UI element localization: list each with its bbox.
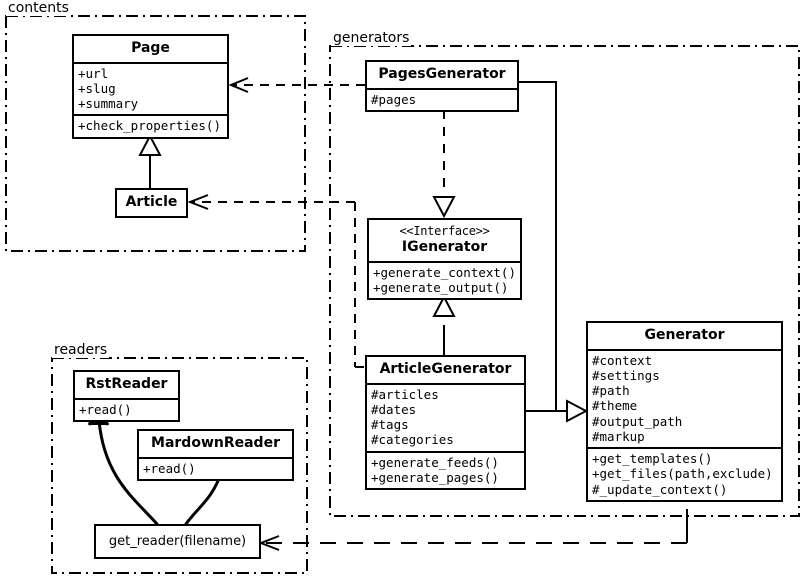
class-name-generator: Generator bbox=[644, 327, 725, 343]
method-row: +read() bbox=[143, 460, 196, 476]
compartment-divider bbox=[369, 260, 520, 263]
class-name-text-igenerator: IGenerator bbox=[401, 239, 488, 256]
class-box-pagesgenerator[interactable]: PagesGenerator #pages bbox=[365, 60, 519, 112]
package-frame-readers bbox=[51, 357, 308, 574]
class-attributes-generator: #context #settings #path #theme #output_… bbox=[588, 351, 781, 448]
compartment-divider bbox=[588, 348, 781, 351]
method-row: +generate_pages() bbox=[371, 469, 499, 485]
attribute-row: #dates bbox=[371, 401, 417, 417]
class-name-rstreader: RstReader bbox=[85, 376, 168, 392]
compartment-divider bbox=[588, 447, 781, 450]
class-methods-generator: +get_templates() +get_files(path,exclude… bbox=[588, 449, 781, 500]
method-row: +get_templates() bbox=[592, 451, 713, 467]
class-box-igenerator[interactable]: <<Interface>> IGenerator +generate_conte… bbox=[367, 218, 522, 301]
attribute-row: #theme bbox=[592, 398, 638, 414]
attribute-row: #articles bbox=[371, 386, 439, 402]
class-methods-rstreader: +read() bbox=[75, 400, 178, 420]
class-box-article[interactable]: Article bbox=[115, 188, 188, 218]
class-methods-igenerator: +generate_context() +generate_output() bbox=[369, 263, 520, 299]
class-box-articlegenerator[interactable]: ArticleGenerator #articles #dates #tags … bbox=[365, 355, 526, 491]
package-frame-generators bbox=[329, 45, 800, 517]
method-row: +get_files(path,exclude) bbox=[592, 466, 773, 482]
compartment-divider bbox=[367, 382, 524, 385]
class-name-markdownreader: MardownReader bbox=[151, 435, 280, 451]
attribute-row: #context bbox=[592, 352, 653, 368]
attribute-row: #tags bbox=[371, 417, 409, 433]
class-methods-page: +check_properties() bbox=[74, 116, 227, 136]
compartment-divider bbox=[74, 61, 227, 64]
method-row: +read() bbox=[79, 401, 132, 417]
compartment-divider bbox=[367, 450, 524, 453]
method-row: #_update_context() bbox=[592, 481, 728, 497]
attribute-row: #categories bbox=[371, 432, 454, 448]
class-name-page: Page bbox=[131, 40, 170, 56]
compartment-divider bbox=[139, 456, 292, 459]
package-label-generators: generators bbox=[331, 30, 412, 46]
class-name-pagesgenerator: PagesGenerator bbox=[378, 66, 506, 82]
class-attributes-articlegenerator: #articles #dates #tags #categories bbox=[367, 385, 524, 451]
function-name-get-reader: get_reader(filename) bbox=[108, 534, 247, 549]
relation-generator-to-getreader bbox=[258, 509, 688, 551]
class-box-rstreader[interactable]: RstReader +read() bbox=[73, 370, 180, 422]
attribute-row: +summary bbox=[78, 96, 139, 112]
attribute-row: #output_path bbox=[592, 413, 683, 429]
class-box-page[interactable]: Page +url +slug +summary +check_properti… bbox=[72, 34, 229, 139]
class-attributes-page: +url +slug +summary bbox=[74, 64, 227, 115]
attribute-row: #settings bbox=[592, 367, 660, 383]
relation-articlegenerator-to-article bbox=[187, 194, 366, 368]
method-row: +generate_output() bbox=[373, 279, 509, 295]
class-stereotype-igenerator: <<Interface>> bbox=[399, 224, 490, 238]
method-row: +check_properties() bbox=[78, 118, 221, 134]
class-name-articlegenerator: ArticleGenerator bbox=[379, 361, 512, 377]
attribute-row: +url bbox=[78, 65, 109, 81]
attribute-row: +slug bbox=[78, 80, 116, 96]
attribute-row: #path bbox=[592, 383, 630, 399]
relation-pagesgenerator-to-page bbox=[228, 77, 365, 93]
relation-article-to-page bbox=[138, 133, 162, 188]
class-methods-articlegenerator: +generate_feeds() +generate_pages() bbox=[367, 453, 524, 489]
relation-articlegenerator-to-igenerator bbox=[432, 294, 456, 355]
class-attributes-pagesgenerator: #pages bbox=[367, 90, 517, 110]
class-name-igenerator: <<Interface>> IGenerator bbox=[369, 220, 520, 261]
compartment-divider bbox=[74, 114, 227, 117]
relation-generators-to-generator bbox=[519, 81, 589, 423]
attribute-row: #markup bbox=[592, 428, 645, 444]
relation-pagesgenerator-to-igenerator bbox=[432, 110, 456, 219]
compartment-divider bbox=[75, 397, 178, 400]
package-label-readers: readers bbox=[52, 342, 110, 358]
method-row: +generate_feeds() bbox=[371, 454, 499, 470]
compartment-divider bbox=[367, 87, 517, 90]
class-name-article: Article bbox=[125, 194, 178, 210]
function-box-get-reader[interactable]: get_reader(filename) bbox=[94, 524, 261, 559]
class-methods-markdownreader: +read() bbox=[139, 459, 292, 479]
method-row: +generate_context() bbox=[373, 264, 516, 280]
class-box-markdownreader[interactable]: MardownReader +read() bbox=[137, 429, 294, 481]
class-box-generator[interactable]: Generator #context #settings #path #them… bbox=[586, 321, 783, 502]
package-label-contents: contents bbox=[6, 0, 71, 16]
package-frame-contents bbox=[5, 15, 306, 252]
attribute-row: #pages bbox=[371, 91, 417, 107]
